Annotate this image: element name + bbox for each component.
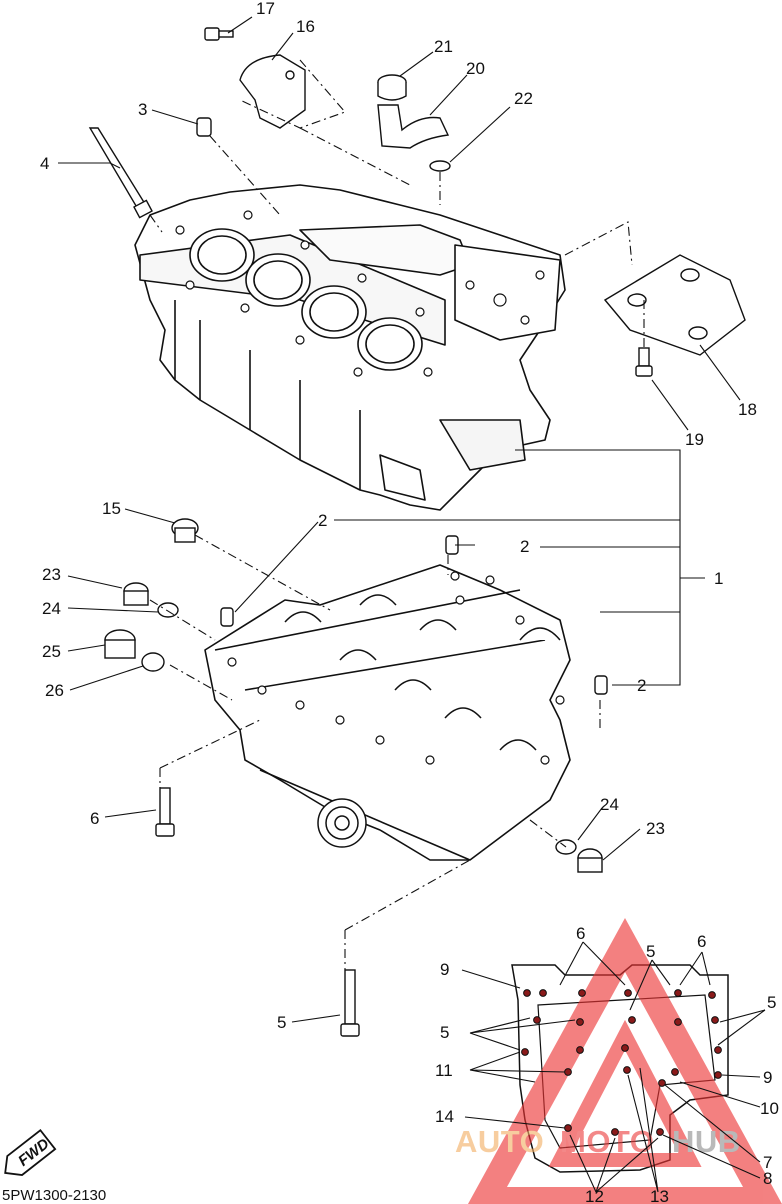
callout-25: 25 [42, 642, 61, 661]
cover-plate-18 [603, 254, 746, 356]
callout-3: 3 [138, 100, 147, 119]
clamp-21 [377, 74, 407, 101]
svg-text:AUTO: AUTO [455, 1124, 544, 1159]
drawing-code: 5PW1300-2130 [2, 1187, 106, 1204]
chart-label-6-left: 6 [576, 924, 585, 943]
cylinder-bores [189, 228, 423, 371]
callout-1: 1 [714, 569, 723, 588]
plug-25 [104, 629, 136, 659]
callout-16: 16 [296, 17, 315, 36]
callout-18: 18 [738, 400, 757, 419]
chart-label-11: 11 [435, 1061, 453, 1080]
chart-label-5-top: 5 [646, 942, 655, 961]
bolt-5 [340, 969, 360, 1037]
breather-cover-16 [239, 54, 306, 129]
callout-labels: 17 16 21 20 22 3 4 18 19 15 2 2 1 23 24 … [40, 0, 757, 1032]
o-ring-26 [141, 652, 165, 672]
chart-label-9-left: 9 [440, 960, 449, 979]
plug-15 [171, 518, 199, 543]
chart-label-13: 13 [650, 1187, 669, 1204]
callout-5: 5 [277, 1013, 286, 1032]
lower-case-bolt-holes [227, 571, 565, 765]
stud-bolt-4 [88, 127, 153, 219]
chart-label-6-right: 6 [697, 932, 706, 951]
callout-20: 20 [466, 59, 485, 78]
chart-label-10: 10 [760, 1099, 779, 1118]
leader-lines [58, 16, 741, 1023]
crank-journals [284, 594, 561, 751]
watermark-moto: MOTO [560, 1124, 654, 1159]
o-ring-24-upper [157, 602, 179, 618]
callout-22: 22 [514, 89, 533, 108]
callout-23-lower: 23 [646, 819, 665, 838]
lower-crankcase [204, 564, 571, 861]
chart-label-12: 12 [585, 1187, 604, 1204]
o-ring-22 [429, 160, 451, 172]
callout-21: 21 [434, 37, 453, 56]
watermark-hub: HUB [672, 1124, 741, 1159]
breather-hose-20 [377, 104, 450, 149]
callout-15: 15 [102, 499, 121, 518]
bolt-19 [635, 347, 653, 377]
o-ring-24-lower [555, 839, 577, 855]
bolt-6 [155, 787, 175, 837]
callout-2-lower: 2 [637, 676, 646, 695]
callout-6: 6 [90, 809, 99, 828]
bolt-chart-labels: 6 5 6 9 5 5 11 9 10 14 7 8 12 13 [435, 924, 779, 1204]
watermark-auto: AUTO [455, 1124, 544, 1159]
upper-case-stud-holes [175, 210, 545, 377]
oil-filter-boss [317, 798, 367, 848]
chart-label-7: 7 [763, 1153, 772, 1172]
bolt-chart-dots [521, 989, 722, 1136]
svg-text:MOTO: MOTO [560, 1124, 654, 1159]
chart-label-5-left: 5 [440, 1023, 449, 1042]
callout-24-lower: 24 [600, 795, 619, 814]
callout-26: 26 [45, 681, 64, 700]
chart-label-5-right: 5 [767, 993, 776, 1012]
watermark-logo: AUTO MOTO HUB [455, 917, 782, 1204]
bolt-17 [204, 27, 234, 41]
chart-label-9-right: 9 [763, 1068, 772, 1087]
plug-23-lower [577, 848, 603, 873]
phantom-lines [149, 59, 645, 970]
callout-19: 19 [685, 430, 704, 449]
callout-2-upper: 2 [318, 511, 327, 530]
callout-24-upper: 24 [42, 599, 61, 618]
callout-4: 4 [40, 154, 49, 173]
callout-23-upper: 23 [42, 565, 61, 584]
plug-23-upper [123, 582, 149, 606]
callout-17: 17 [256, 0, 275, 18]
bolt-chart-leaders [461, 941, 766, 1193]
chart-label-8: 8 [763, 1169, 772, 1188]
callout-2-mid: 2 [520, 537, 529, 556]
dowel-pin-3 [196, 117, 212, 137]
svg-text:HUB: HUB [672, 1124, 741, 1159]
chart-label-14: 14 [435, 1107, 454, 1126]
